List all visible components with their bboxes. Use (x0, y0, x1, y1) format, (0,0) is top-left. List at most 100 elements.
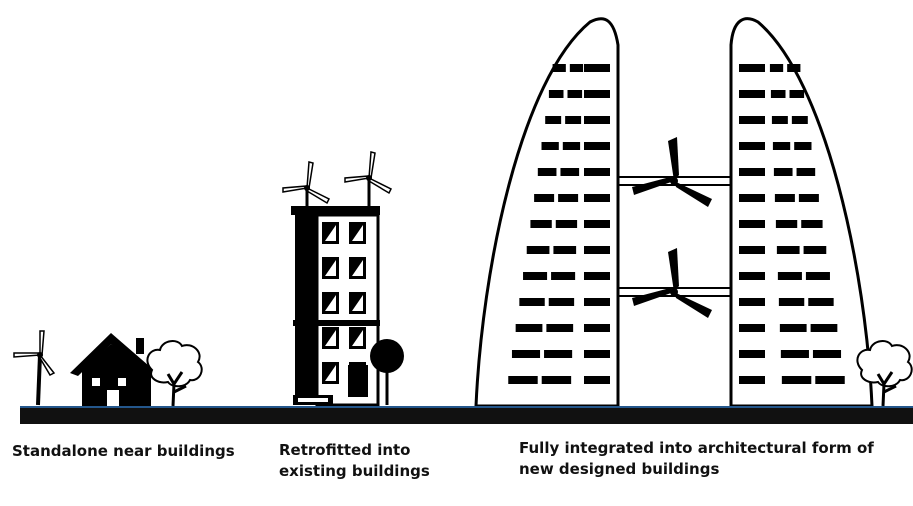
round-tree-icon (370, 339, 404, 405)
apartment-building-icon (282, 151, 404, 407)
window (551, 272, 576, 280)
window (805, 272, 830, 280)
window (555, 220, 578, 228)
window (777, 272, 802, 280)
window (526, 246, 550, 254)
window (791, 116, 808, 124)
window (545, 116, 562, 124)
window (812, 350, 842, 358)
window (778, 298, 805, 306)
window (739, 64, 765, 72)
window (567, 90, 583, 98)
ground (20, 406, 913, 424)
building-roof (291, 206, 380, 215)
building-dark-side (295, 215, 317, 405)
window (798, 194, 819, 202)
window (803, 246, 827, 254)
window (770, 90, 786, 98)
window (794, 142, 812, 150)
window (584, 272, 610, 280)
window (511, 350, 541, 358)
window (584, 116, 610, 124)
window (796, 168, 816, 176)
window (560, 168, 580, 176)
window (562, 142, 581, 150)
house-icon (70, 333, 163, 406)
window (584, 168, 610, 176)
window (584, 350, 610, 358)
window (771, 116, 788, 124)
window (739, 246, 765, 254)
diagram-illustration (13, 17, 913, 424)
window (584, 324, 610, 332)
window (808, 298, 834, 306)
window (801, 220, 823, 228)
window (565, 116, 582, 124)
caption-standalone: Standalone near buildings (12, 442, 235, 460)
window (815, 376, 845, 384)
window (519, 298, 545, 306)
window (739, 324, 765, 332)
window (584, 194, 610, 202)
window (534, 194, 555, 202)
window (508, 376, 538, 384)
window (739, 168, 765, 176)
window (584, 298, 610, 306)
window (584, 64, 610, 72)
window (810, 324, 838, 332)
window (584, 90, 610, 98)
window (772, 142, 791, 150)
window (548, 90, 564, 98)
window (739, 116, 765, 124)
window (569, 64, 584, 72)
window (787, 64, 801, 72)
window (739, 90, 765, 98)
window (789, 90, 805, 98)
standalone-turbine-icon (13, 330, 56, 406)
window (776, 246, 800, 254)
caption-integrated: Fully integrated into architectural form… (519, 439, 874, 478)
window (774, 194, 795, 202)
window (530, 220, 552, 228)
tower-windows (508, 64, 845, 384)
window (552, 64, 566, 72)
window (553, 246, 577, 254)
left-tower-outline (474, 17, 620, 408)
window (541, 142, 559, 150)
window (541, 376, 572, 384)
window (515, 324, 543, 332)
window (537, 168, 557, 176)
integrated-turbine-upper (632, 137, 712, 207)
window (544, 350, 573, 358)
caption-retrofitted: Retrofitted into existing buildings (279, 441, 430, 480)
window (739, 298, 765, 306)
window (739, 350, 765, 358)
window (584, 220, 610, 228)
window (780, 350, 809, 358)
window (584, 246, 610, 254)
window (558, 194, 579, 202)
window (739, 194, 765, 202)
rooftop-turbine-right (344, 151, 393, 208)
window (739, 376, 765, 384)
window (739, 220, 765, 228)
building-door (348, 365, 368, 397)
window (523, 272, 548, 280)
tree-right-icon (856, 340, 913, 407)
tree-icon (146, 340, 203, 407)
window (769, 64, 784, 72)
window (779, 324, 807, 332)
twin-tower-icon (474, 17, 874, 408)
rooftop-turbine-left (282, 161, 331, 215)
window (584, 142, 610, 150)
integrated-turbine-lower (632, 248, 712, 318)
window (548, 298, 575, 306)
right-tower-outline (729, 17, 874, 408)
window (739, 142, 765, 150)
window (781, 376, 812, 384)
window (546, 324, 574, 332)
window (773, 168, 793, 176)
window (775, 220, 798, 228)
window (584, 376, 610, 384)
